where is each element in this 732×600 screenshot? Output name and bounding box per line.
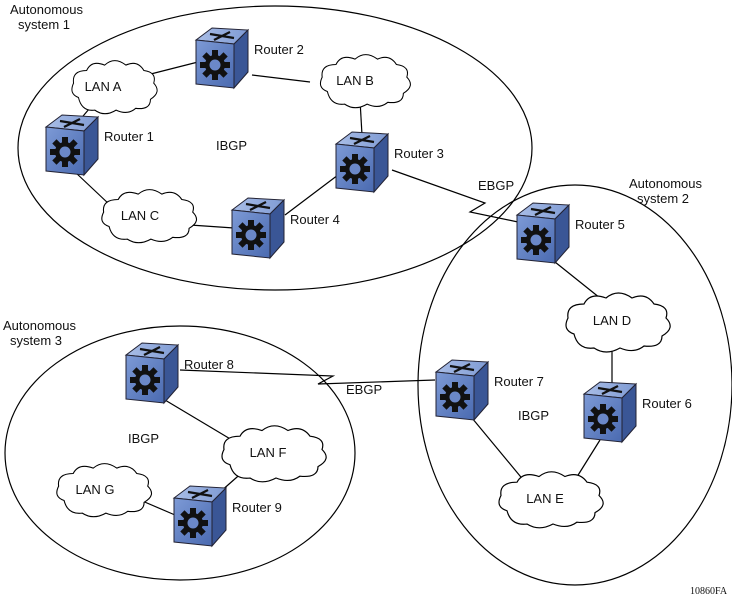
router-gear-icon [236,220,266,250]
lan-label: LAN E [526,491,564,506]
router-gear-icon [50,137,80,167]
ebgp-label-as1-as2: EBGP [478,178,514,193]
link-lanG-router9 [139,499,176,516]
router-7: Router 7 [434,359,544,422]
lan-cloud-d: LAN D [565,292,671,353]
router-gear-icon [588,404,618,434]
router-gear-icon [440,382,470,412]
as2-protocol-label: IBGP [518,408,549,423]
as3-label-line2: system 3 [10,333,62,348]
figure-id: 10860FA [690,586,728,597]
as1-protocol-label: IBGP [216,138,247,153]
router-6: Router 6 [582,381,692,444]
router-gear-icon [340,154,370,184]
router-2: Router 2 [194,27,304,90]
link-ebgp-router3-router5 [391,169,519,223]
router-8: Router 8 [124,342,234,405]
lan-cloud-c: LAN C [101,189,198,244]
router-label: Router 2 [254,42,304,57]
router-label: Router 9 [232,500,282,515]
router-gear-icon [130,365,160,395]
lan-label: LAN B [336,73,374,88]
router-arrows-icon [449,363,475,373]
router-label: Router 5 [575,217,625,232]
as1-label-line2: system 1 [18,17,70,32]
lan-label: LAN D [593,313,631,328]
router-gear-icon [521,225,551,255]
router-label: Router 3 [394,146,444,161]
lan-label: LAN G [75,482,114,497]
router-arrows-icon [245,201,271,211]
as3-boundary [4,325,356,581]
as1-label-line1: Autonomous [10,2,83,17]
router-arrows-icon [187,489,213,499]
lan-label: LAN F [250,445,287,460]
link-router7-lanE [471,417,526,483]
lan-label: LAN C [121,208,159,223]
router-gear-icon [178,508,208,538]
router-5: Router 5 [515,202,625,265]
router-3: Router 3 [334,131,444,194]
router-label: Router 6 [642,396,692,411]
router-gear-icon [200,50,230,80]
router-label: Router 7 [494,374,544,389]
router-arrows-icon [349,135,375,145]
router-arrows-icon [530,206,556,216]
link-ebgp-router8-router7 [179,369,436,385]
router-arrows-icon [59,118,85,128]
router-9: Router 9 [172,485,282,548]
router-arrows-icon [139,346,165,356]
router-arrows-icon [209,31,235,41]
link-router5-lanD [554,261,601,299]
as3-protocol-label: IBGP [128,431,159,446]
link-router1-lanC [74,171,111,206]
as2-boundary [417,184,732,586]
link-router6-lanE [574,439,601,481]
link-router8-lanF [164,399,233,441]
as3-label-line1: Autonomous [3,318,76,333]
router-1: Router 1 [44,114,154,177]
lan-cloud-a: LAN A [71,60,158,115]
as2-label-line2: system 2 [637,191,689,206]
lan-label: LAN A [85,79,122,94]
lan-cloud-g: LAN G [56,463,153,518]
as2-label-line1: Autonomous [629,176,702,191]
lan-cloud-e: LAN E [498,471,604,529]
router-label: Router 4 [290,212,340,227]
ebgp-label-as3-as2: EBGP [346,382,382,397]
lan-cloud-b: LAN B [319,54,411,109]
as1-boundary [17,5,533,291]
router-label: Router 1 [104,129,154,144]
link-lanC-router4 [189,224,235,229]
router-label: Router 8 [184,357,234,372]
router-arrows-icon [597,385,623,395]
lan-cloud-f: LAN F [221,425,327,483]
link-router4-router3 [284,174,339,216]
router-4: Router 4 [230,197,340,260]
link-router2-lanB [251,74,311,83]
